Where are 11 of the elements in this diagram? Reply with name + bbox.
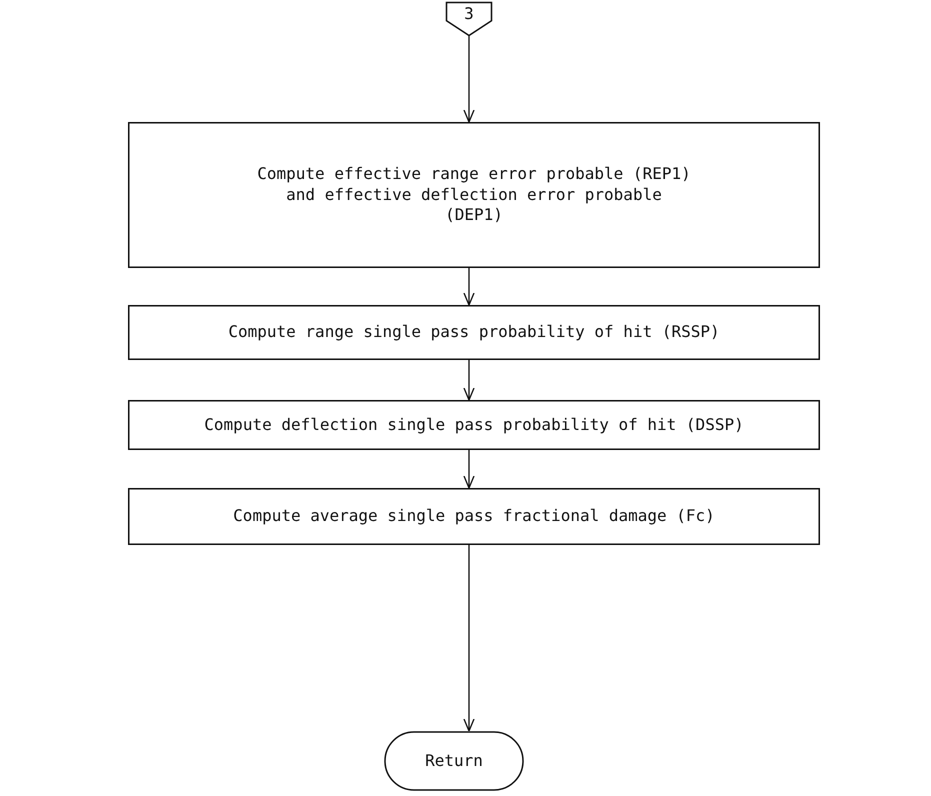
step-label: Return bbox=[425, 750, 483, 772]
step-label: Compute average single pass fractional damage (Fc) bbox=[233, 506, 715, 527]
arrow bbox=[463, 36, 475, 123]
step-label: Compute effective range error probable (REP1) and effective deflection error probable (DEP1) bbox=[256, 164, 692, 226]
step-label: Compute deflection single pass probability of hit (DSSP) bbox=[204, 414, 744, 436]
step-label: Compute range single pass probability of hit (RSSP) bbox=[228, 322, 720, 343]
arrow bbox=[463, 450, 475, 489]
arrow bbox=[463, 545, 475, 732]
arrow bbox=[463, 268, 475, 306]
arrow bbox=[463, 360, 475, 401]
connector-number: 3 bbox=[464, 4, 474, 24]
